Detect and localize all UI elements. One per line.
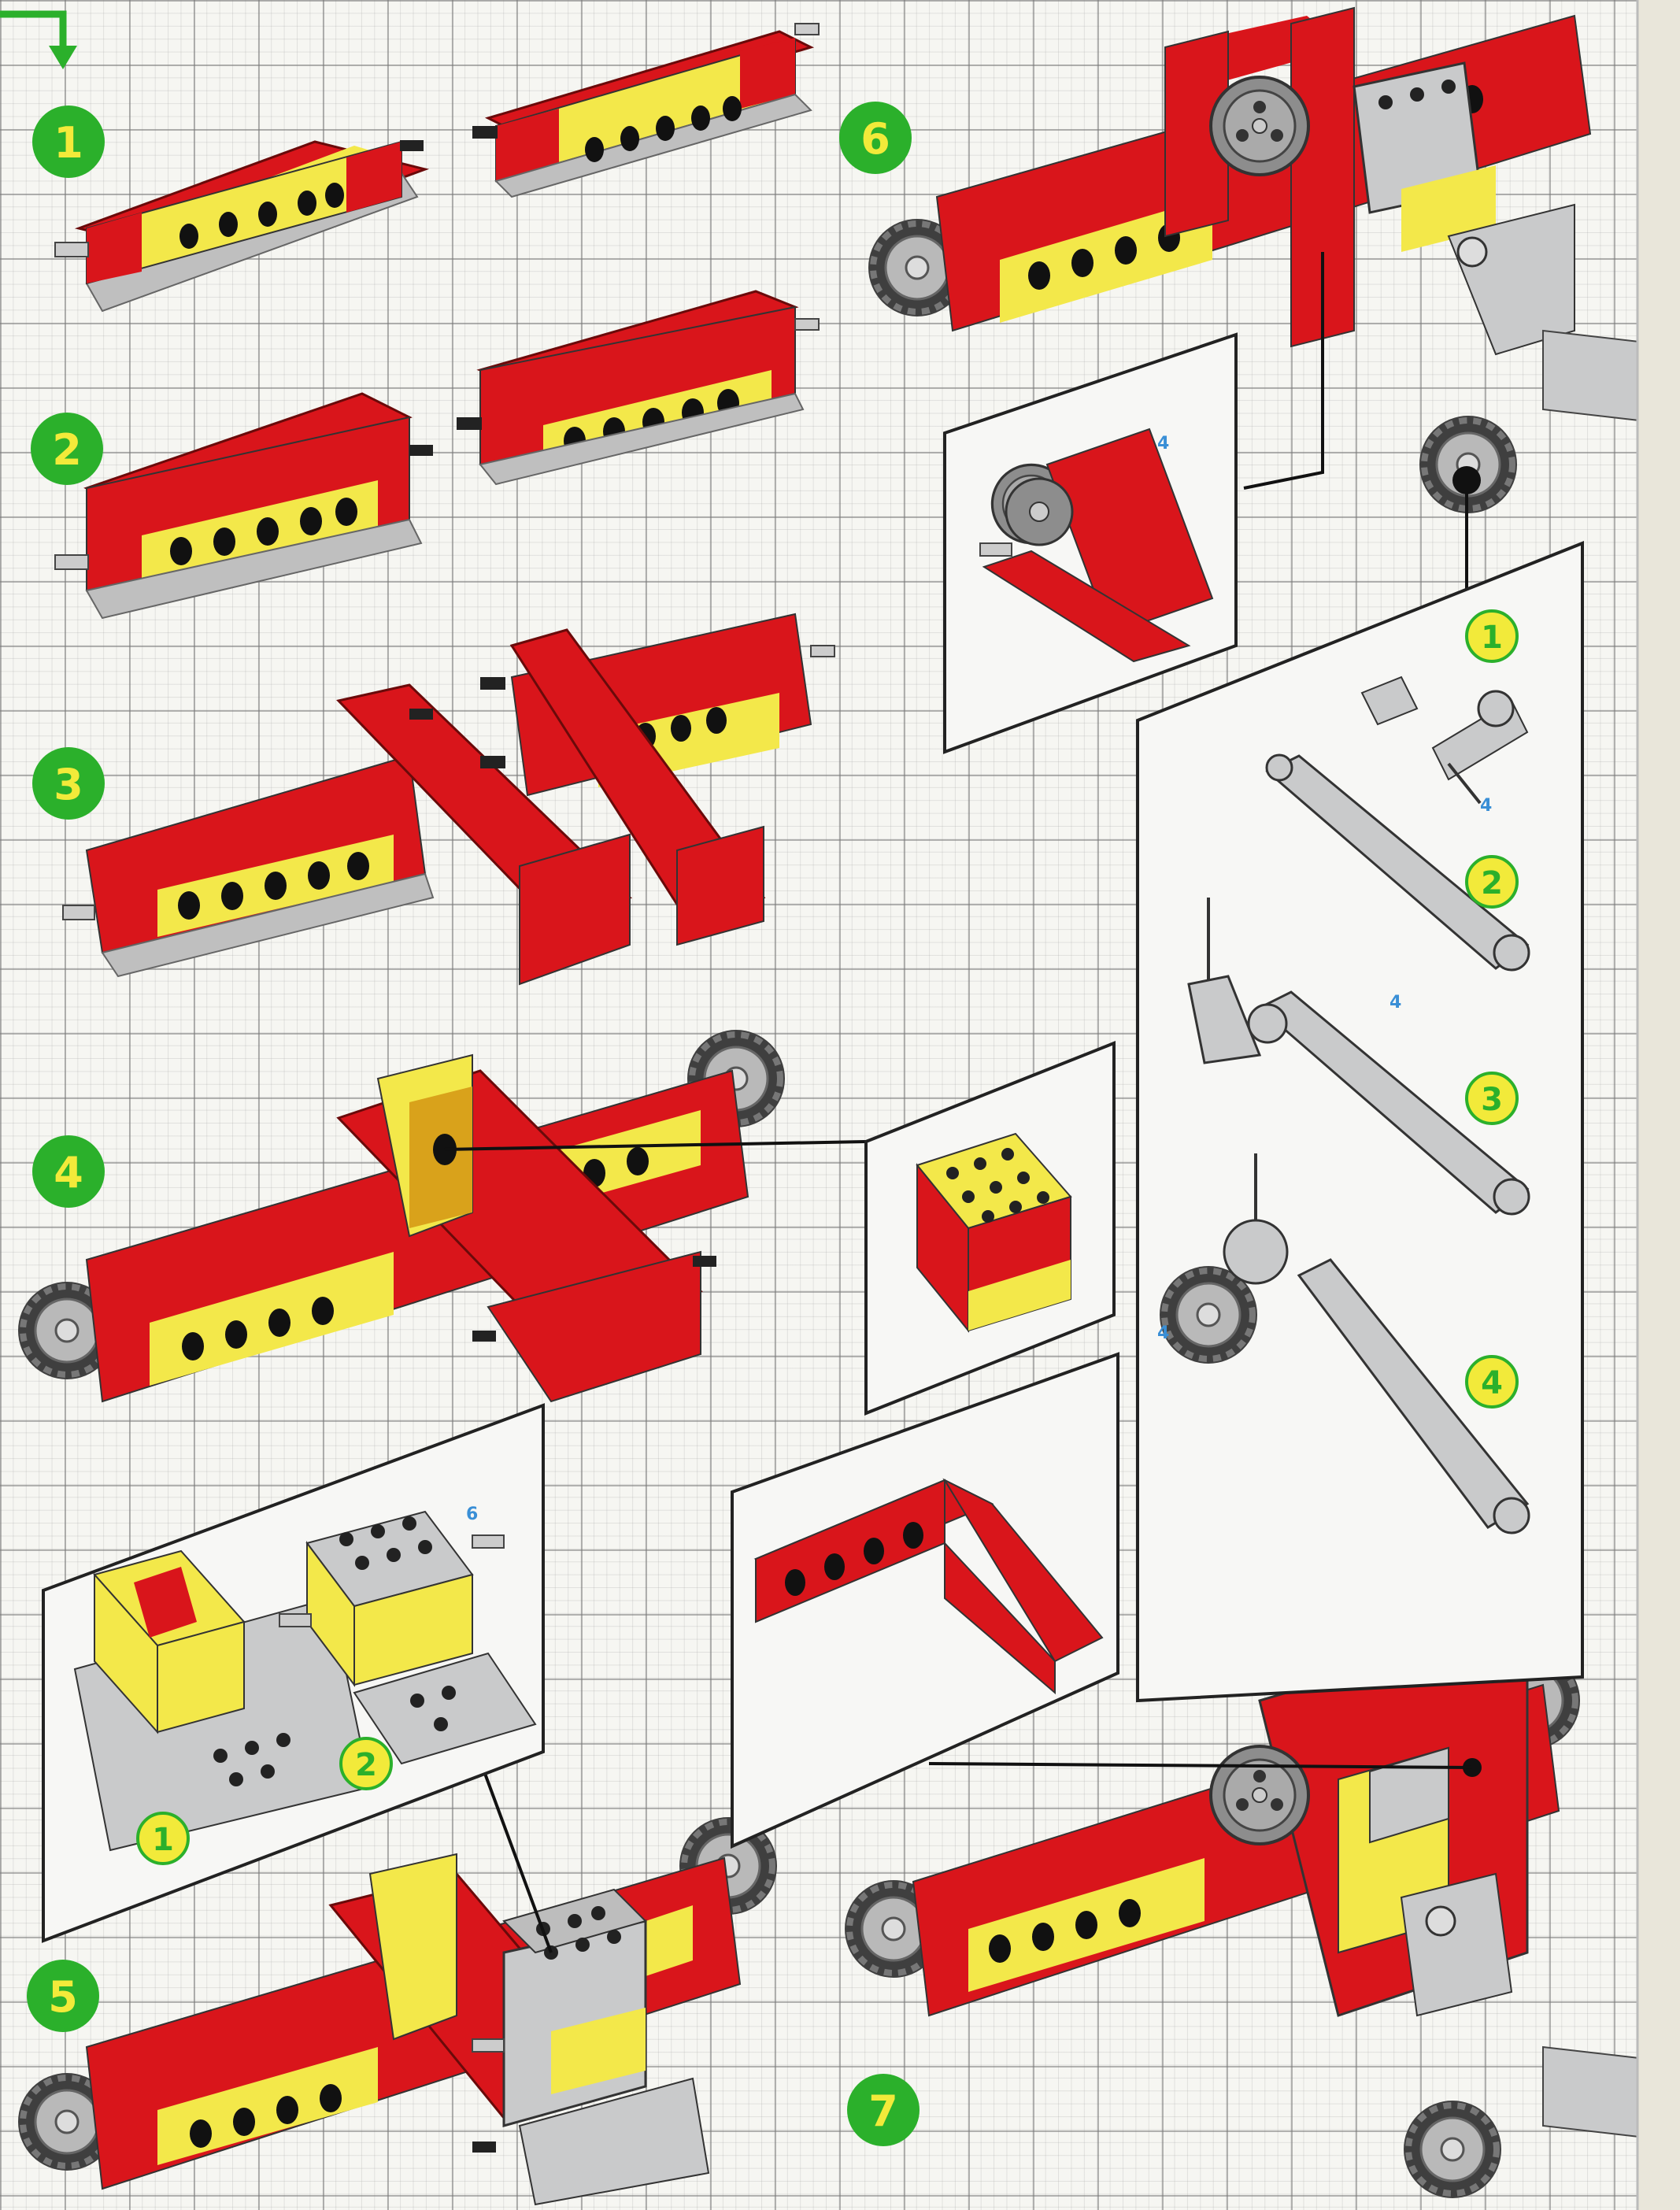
step-4-assembly [18,1030,785,1401]
quantity-label: 4 [1390,993,1401,1012]
step-number: 2 [52,425,82,475]
quantity-label: 4 [1157,1323,1169,1343]
substep-number: 1 [1481,620,1503,656]
step-badge-3: 3 [32,747,105,820]
substep-number: 4 [1481,1365,1503,1401]
inset-panel-l-beam [732,1354,1118,1846]
subassembly-badge-1: 1 [138,1813,188,1864]
step-badge-7: 7 [847,2074,920,2146]
substep-badge-3: 3 [1467,1073,1517,1124]
step-number: 7 [868,2086,898,2136]
step-badge-6: 6 [839,102,912,174]
page-edge [1637,0,1680,2210]
inset-panel-small-brick [866,1043,1114,1413]
step-number: 6 [860,114,890,164]
substep-badge-2: 2 [1467,857,1517,907]
step-badge-2: 2 [31,413,103,485]
quantity-label: 4 [1157,434,1169,453]
turn-down-arrow-icon [0,14,77,69]
inset-panel-pulley: 4 [945,335,1236,752]
quantity-label: 6 [466,1505,478,1524]
substep-number: 2 [1481,865,1503,901]
step-2-beam-left [55,394,433,618]
step-badge-4: 4 [32,1135,105,1208]
step-1-beam-right [472,24,819,197]
step-number: 3 [54,760,83,809]
step-number: 5 [48,1972,78,2022]
step-number: 1 [54,118,83,168]
inset-panel-axle-plates: 6 [43,1405,543,1941]
substep-number: 1 [152,1822,174,1858]
substep-number: 3 [1481,1082,1503,1118]
substep-badge-1: 1 [1467,611,1517,661]
subassembly-badge-2: 2 [341,1738,391,1789]
step-badge-5: 5 [27,1960,99,2032]
quantity-label: 4 [1480,796,1492,816]
step-number: 4 [54,1148,83,1198]
inset-panel-subassembly-steps: 4 4 4 [1138,543,1582,1701]
substep-badge-4: 4 [1467,1357,1517,1407]
step-1-beam-left [55,140,425,311]
substep-number: 2 [355,1747,377,1783]
step-badge-1: 1 [32,106,105,178]
step-2-beam-right [457,291,819,484]
